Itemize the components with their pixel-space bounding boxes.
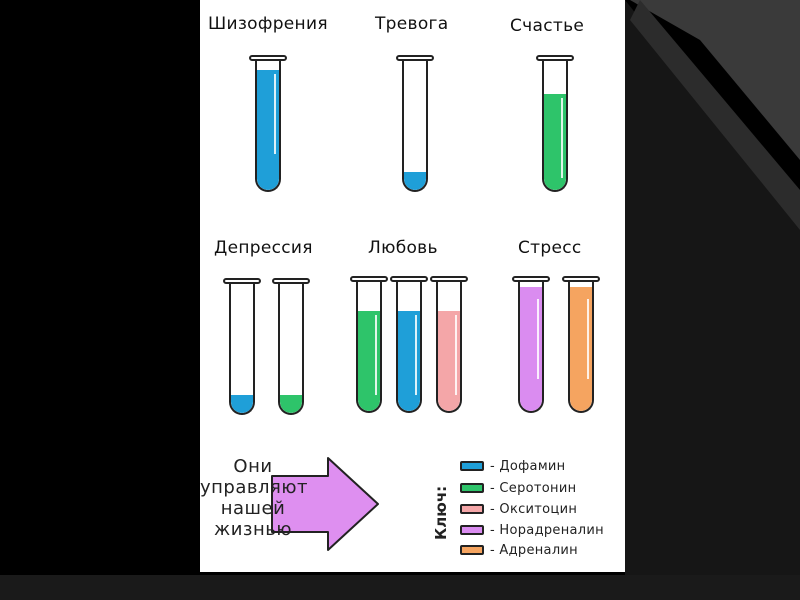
test-tube-stress-noradrenaline: [518, 279, 544, 413]
legend-label: - Адреналин: [490, 542, 578, 558]
arrow-caption-line4: жизнью: [213, 519, 292, 540]
legend-item-adrenaline: - Адреналин: [460, 541, 578, 559]
title-love: Любовь: [368, 238, 438, 258]
legend-swatch: [460, 461, 484, 471]
test-tube-depression-serotonin: [278, 281, 304, 415]
legend-swatch: [460, 545, 484, 555]
arrow-caption-line3: нашей: [220, 498, 286, 519]
legend-label: - Окситоцин: [490, 501, 578, 517]
liquid-dopamine: [404, 172, 426, 190]
legend-item-oxytocin: - Окситоцин: [460, 500, 577, 518]
liquid-oxytocin: [438, 311, 460, 411]
legend-item-noradrenaline: - Норадреналин: [460, 521, 604, 539]
legend-swatch: [460, 483, 484, 493]
liquid-serotonin: [544, 94, 566, 190]
slide: Шизофрения Тревога Счастье Депрессия Люб…: [200, 0, 625, 572]
title-anxiety: Тревога: [375, 14, 449, 34]
test-tube-love-serotonin: [356, 279, 382, 413]
arrow-caption-line2: управляют: [200, 477, 308, 498]
test-tube-love-dopamine: [396, 279, 422, 413]
arrow-right-icon: [271, 457, 379, 551]
legend-swatch: [460, 525, 484, 535]
arrow-caption: Они управляют нашей жизнью: [200, 456, 308, 540]
legend-label: - Серотонин: [490, 480, 577, 496]
title-happiness: Счастье: [510, 16, 585, 36]
test-tube-schizophrenia: [255, 58, 281, 192]
liquid-noradrenaline: [520, 287, 542, 411]
arrow-caption-line1: Они: [233, 456, 273, 477]
legend-label: - Норадреналин: [490, 522, 604, 538]
test-tube-stress-adrenaline: [568, 279, 594, 413]
test-tube-happiness: [542, 58, 568, 192]
test-tube-love-oxytocin: [436, 279, 462, 413]
liquid-adrenaline: [570, 287, 592, 411]
liquid-serotonin: [280, 395, 302, 413]
title-depression: Депрессия: [214, 238, 313, 258]
legend-label: - Дофамин: [490, 458, 566, 474]
title-schizophrenia: Шизофрения: [208, 14, 328, 34]
liquid-dopamine: [231, 395, 253, 413]
legend-item-serotonin: - Серотонин: [460, 479, 576, 497]
title-stress: Стресс: [518, 238, 582, 258]
liquid-dopamine: [257, 70, 279, 190]
test-tube-anxiety: [402, 58, 428, 192]
liquid-dopamine: [398, 311, 420, 411]
test-tube-depression-dopamine: [229, 281, 255, 415]
liquid-serotonin: [358, 311, 380, 411]
legend-key-label: Ключ:: [432, 485, 450, 540]
legend-item-dopamine: - Дофамин: [460, 457, 565, 475]
legend-swatch: [460, 504, 484, 514]
